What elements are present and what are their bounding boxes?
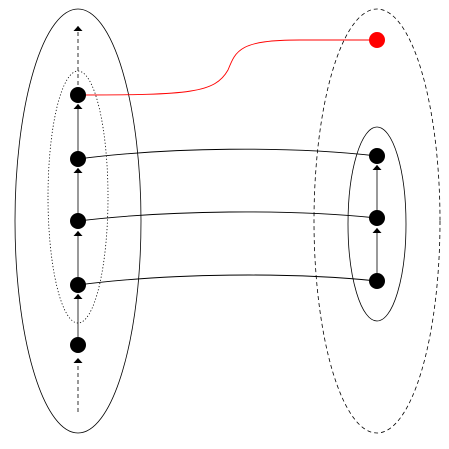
left-outer-ellipse (14, 8, 142, 434)
left-node-5 (70, 337, 86, 353)
right-inner-ellipse (347, 126, 407, 322)
connection-curve (77, 148, 378, 160)
left-node-4 (70, 277, 86, 293)
right-outer-dashed-ellipse (313, 8, 441, 434)
highlight-node (369, 32, 385, 48)
highlight-connection-curve (77, 39, 377, 96)
right-node-2 (369, 210, 385, 226)
left-node-2 (70, 151, 86, 167)
left-node-3 (70, 213, 86, 229)
connection-curve (77, 274, 378, 286)
right-node-3 (369, 273, 385, 289)
right-node-1 (369, 148, 385, 164)
connection-curve (77, 211, 378, 222)
left-node-1 (70, 87, 86, 103)
left-inner-dotted-ellipse (47, 70, 109, 324)
